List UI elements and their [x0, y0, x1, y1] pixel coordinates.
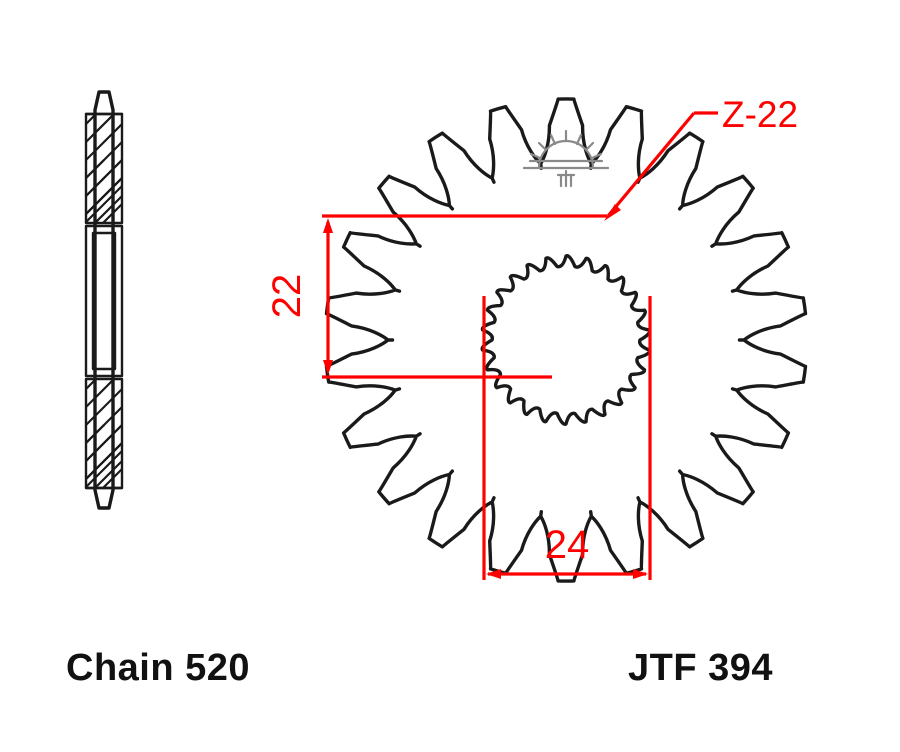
chain-size-caption: Chain 520 [66, 647, 251, 689]
dim22-arrow-top [323, 218, 333, 233]
top-flange-hatching [86, 114, 122, 223]
z22-leader-diagonal [606, 111, 696, 218]
bottom-flange-hatching [86, 379, 122, 488]
splined-bore [480, 254, 652, 426]
z22-label: Z-22 [722, 94, 798, 135]
sprocket-tooth-profile [324, 97, 808, 583]
part-number-caption: JTF 394 [628, 647, 774, 689]
dimension-layer: 22 24 Z-22 [265, 94, 798, 580]
dim22-arrow-bottom [323, 360, 333, 375]
side-view-web-inner [91, 231, 117, 371]
jt-sunrise-logo [522, 129, 610, 188]
side-view-web-outer [84, 224, 124, 378]
side-view-outer-profile [93, 90, 115, 510]
z22-arrowhead [604, 204, 621, 221]
dim24-arrow-left [486, 569, 501, 579]
dim24-arrow-right [633, 569, 648, 579]
dim24-label: 24 [545, 523, 590, 567]
side-section-view [84, 90, 124, 510]
front-sprocket-view [324, 97, 808, 583]
dim22-label: 22 [265, 274, 309, 319]
